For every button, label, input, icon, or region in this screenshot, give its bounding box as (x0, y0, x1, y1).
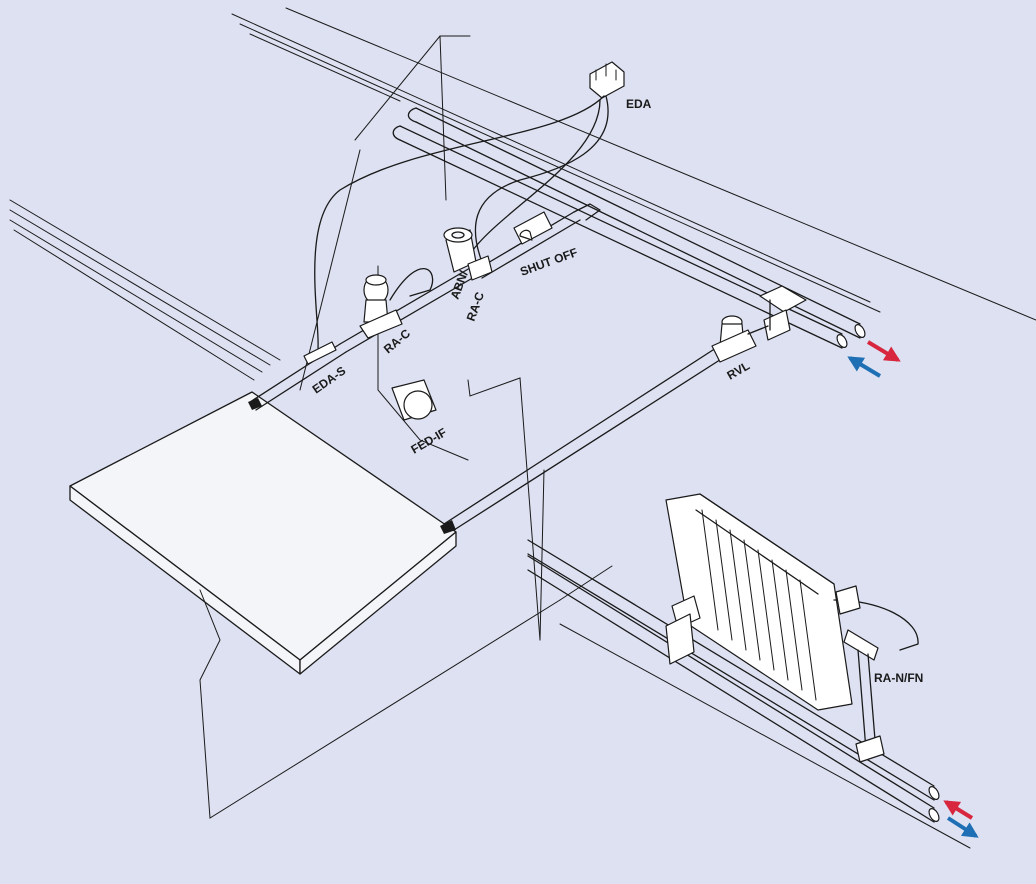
label-ra-n-fn: RA-N/FN (874, 671, 923, 685)
label-abn: ABN/ (448, 268, 471, 301)
flow-arrows (847, 340, 979, 838)
rvl-valve (711, 315, 769, 363)
eda-s-sensor (303, 341, 337, 365)
label-eda-s: EDA-S (310, 364, 349, 397)
floor-penetration (440, 520, 456, 534)
arrow-up-left-blue-icon (847, 356, 882, 378)
ceiling-edge (231, 7, 1036, 321)
abn-ra-c-actuator (443, 227, 493, 281)
radiator (665, 493, 919, 763)
label-shut-off: SHUT OFF (518, 245, 579, 279)
label-rvl: RVL (725, 359, 753, 383)
shut-off-valve (513, 211, 553, 245)
label-eda: EDA (626, 97, 652, 111)
arrow-up-left-red-icon (943, 800, 974, 820)
floor-slab (69, 391, 613, 819)
arrow-down-right-blue-icon (946, 816, 979, 838)
rvl-pipe (249, 343, 727, 531)
lower-main-pipes (527, 539, 971, 849)
floor-penetration (248, 398, 262, 410)
eda-unit (314, 61, 625, 349)
label-fed-if: FED-IF (409, 425, 449, 456)
ra-c-valve (359, 267, 434, 339)
arrow-down-right-red-icon (866, 340, 901, 362)
partition-wall (299, 35, 545, 641)
label-abn-ra-c: RA-C (464, 290, 488, 323)
left-wall-edge (9, 199, 281, 381)
upper-manifold (759, 285, 807, 341)
fed-if-unit (391, 379, 437, 421)
